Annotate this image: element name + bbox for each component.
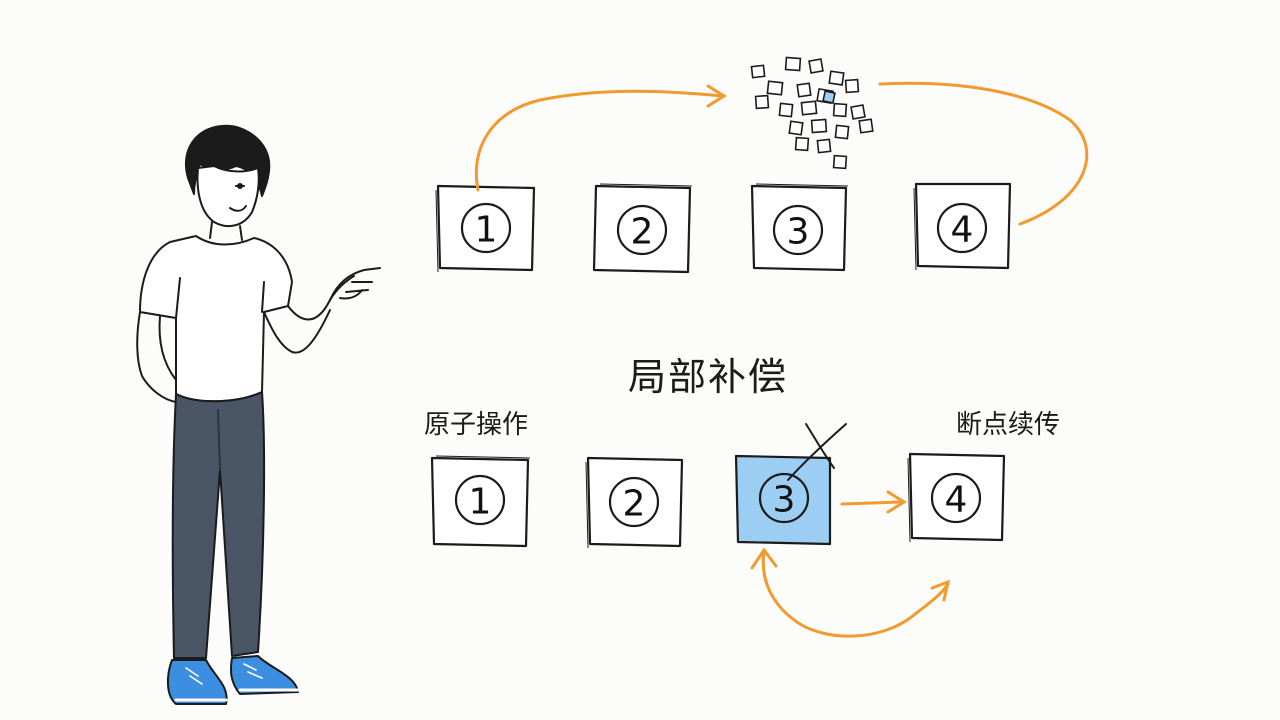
top-step-box-3: 3 bbox=[750, 183, 849, 272]
bottom-step-box-2: 2 bbox=[585, 456, 684, 549]
bottom-step-box-4: 4 bbox=[907, 452, 1006, 543]
top-step-box-4: 4 bbox=[913, 182, 1012, 271]
top-step-number-1: 1 bbox=[475, 210, 498, 251]
arrow-step1-to-fragments bbox=[474, 89, 724, 192]
bottom-step-box-1: 1 bbox=[430, 455, 531, 548]
partial-compensation-title: 局部补偿 bbox=[628, 355, 789, 399]
bottom-arrows bbox=[750, 490, 951, 638]
bottom-step-number-4: 4 bbox=[945, 480, 968, 521]
bottom-row: 1 2 3 4 bbox=[430, 452, 1006, 549]
top-row: 1 2 3 4 bbox=[435, 182, 1012, 274]
atomic-operation-label: 原子操作 bbox=[424, 410, 529, 440]
bottom-step-number-2: 2 bbox=[623, 484, 646, 525]
bottom-step-box-3-highlighted: 3 bbox=[734, 454, 832, 546]
scattered-fragments bbox=[750, 56, 874, 170]
top-step-box-2: 2 bbox=[592, 183, 693, 274]
bottom-step-number-3: 3 bbox=[773, 480, 796, 521]
top-step-number-4: 4 bbox=[951, 210, 974, 251]
top-step-number-2: 2 bbox=[631, 212, 654, 253]
failure-cross-icon bbox=[787, 423, 847, 481]
top-arrows bbox=[474, 81, 1089, 226]
bottom-step-number-1: 1 bbox=[469, 482, 492, 523]
top-step-number-3: 3 bbox=[787, 212, 810, 253]
top-step-box-1: 1 bbox=[435, 184, 536, 273]
arrow-retry-loop bbox=[761, 550, 950, 638]
arrow-step3-to-step4 bbox=[840, 500, 904, 506]
arrow-fragments-to-step4 bbox=[878, 81, 1089, 226]
resume-from-breakpoint-label: 断点续传 bbox=[956, 410, 1061, 440]
person-illustration bbox=[136, 124, 381, 705]
